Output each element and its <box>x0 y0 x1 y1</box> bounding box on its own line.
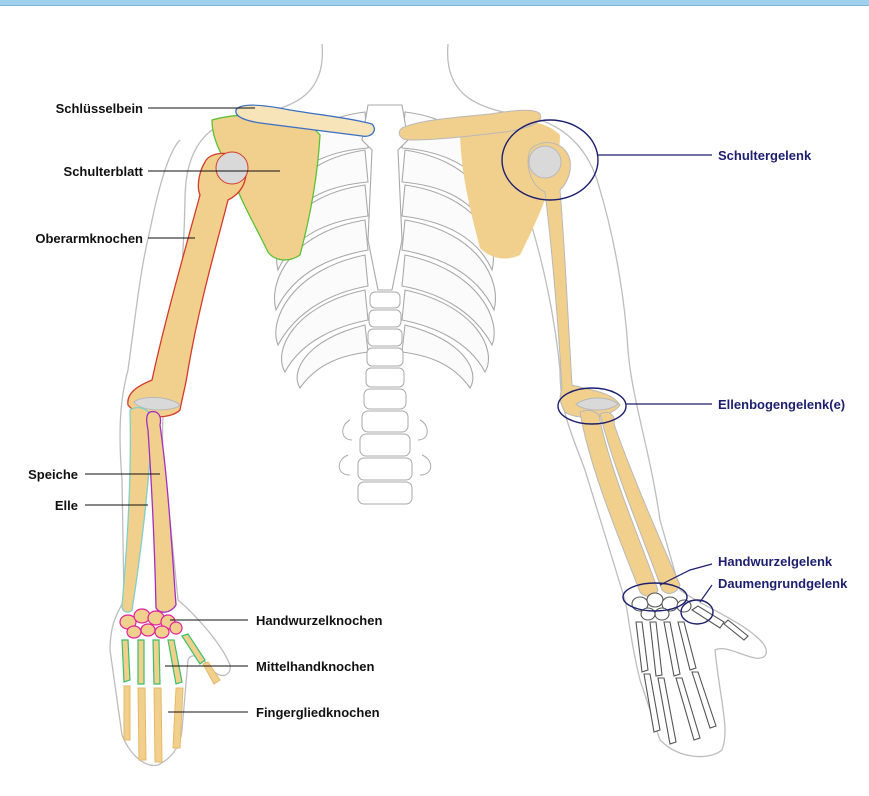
label-elbow-joint: Ellenbogengelenk(e) <box>718 397 845 412</box>
label-wrist-joint: Handwurzelgelenk <box>718 554 833 569</box>
label-shoulder-joint: Schultergelenk <box>718 148 812 163</box>
carpals-left <box>120 609 182 638</box>
label-radius: Speiche <box>28 467 78 482</box>
humerus-head-left <box>216 152 248 184</box>
radius-left <box>147 412 176 613</box>
label-metacarpals: Mittelhandknochen <box>256 659 375 674</box>
hand-right <box>632 593 748 744</box>
humerus-left <box>128 153 246 417</box>
humerus-right <box>528 143 620 418</box>
label-carpals: Handwurzelknochen <box>256 613 382 628</box>
label-scapula: Schulterblatt <box>64 164 144 179</box>
label-thumb-joint: Daumengrundgelenk <box>718 576 848 591</box>
label-phalanges: Fingergliedknochen <box>256 705 380 720</box>
label-ulna: Elle <box>55 498 78 513</box>
ulna-left <box>122 408 152 612</box>
humerus-head-right <box>529 146 561 178</box>
label-clavicle: Schlüsselbein <box>56 101 143 116</box>
label-humerus: Oberarmknochen <box>35 231 143 246</box>
metacarpals-left <box>122 634 205 684</box>
